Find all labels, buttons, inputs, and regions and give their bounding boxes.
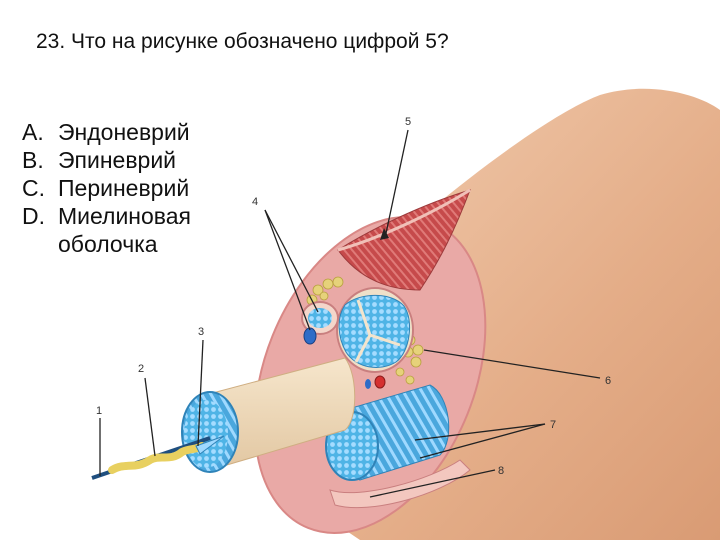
- large-fascicle-core: [338, 294, 410, 368]
- label-1: 1: [96, 405, 102, 417]
- option-a[interactable]: A. Эндоневрий: [22, 118, 248, 146]
- option-d[interactable]: D. Миелиновая оболочка: [22, 202, 248, 258]
- option-letter: A.: [22, 119, 44, 145]
- arrow-head-5: [380, 228, 389, 240]
- label-8: 8: [498, 465, 504, 477]
- label-7: 7: [550, 419, 556, 431]
- small-fascicle-core: [308, 308, 332, 328]
- option-b[interactable]: B. Эпиневрий: [22, 146, 248, 174]
- option-letter: B.: [22, 147, 44, 173]
- label-3: 3: [198, 326, 204, 338]
- perineurium-layer: [329, 459, 471, 509]
- main-fascicle-face: [184, 400, 228, 468]
- blood-vessel-red: [374, 375, 386, 389]
- flap-edge: [337, 188, 471, 252]
- option-text: Эпиневрий: [58, 147, 177, 173]
- option-text: Периневрий: [58, 175, 190, 201]
- label-4: 4: [252, 196, 258, 208]
- option-c[interactable]: C. Периневрий: [22, 174, 248, 202]
- option-text: Эндоневрий: [58, 119, 190, 145]
- option-text: Миелиновая оболочка: [58, 203, 192, 257]
- option-letter: D.: [22, 203, 45, 229]
- fiber-tip: [195, 435, 225, 455]
- myelin-sheath: [108, 442, 206, 474]
- answer-options: A. Эндоневрий B. Эпиневрий C. Периневрий…: [22, 118, 248, 258]
- fascicle-septum: [354, 299, 401, 363]
- main-fascicle-tube: [204, 357, 356, 471]
- label-6: 6: [605, 375, 611, 387]
- blood-vessel-blue: [303, 327, 317, 345]
- option-letter: C.: [22, 175, 45, 201]
- blood-vessel-blue-2: [365, 379, 371, 389]
- leader-lines: [99, 129, 601, 498]
- question-title: 23. Что на рисунке обозначено цифрой 5?: [36, 30, 449, 53]
- label-2: 2: [138, 363, 144, 375]
- label-5: 5: [405, 116, 411, 128]
